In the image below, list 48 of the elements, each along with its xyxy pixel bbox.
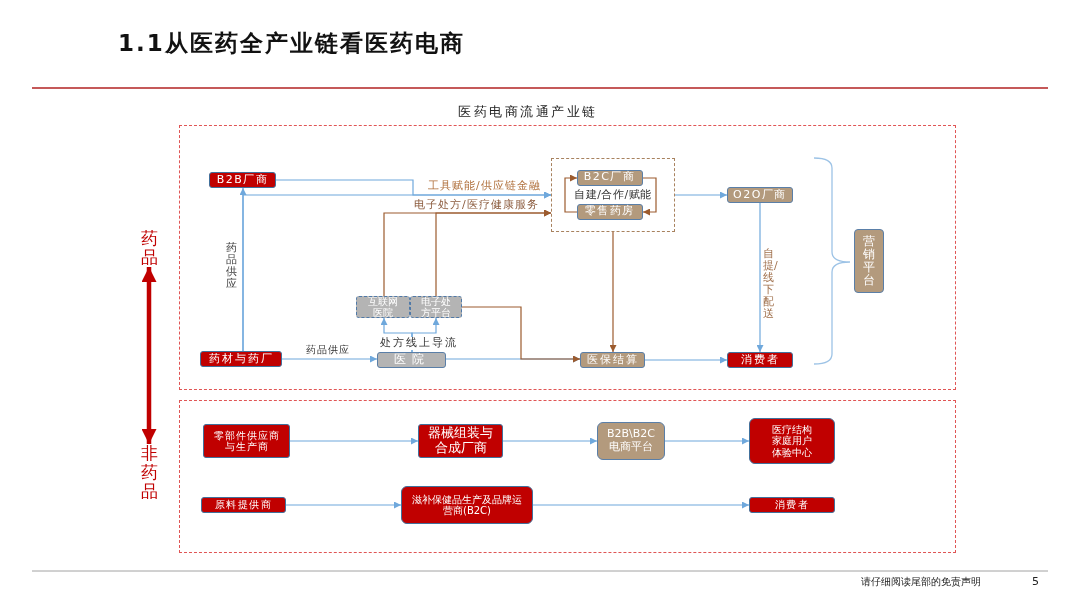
arrow [644,356,728,364]
arrow [674,191,728,199]
edge-label: 工具赋能/供应链金融 [428,180,541,193]
process-box: 原料提供商 [201,497,286,513]
process-box: 零售药房 [576,203,643,220]
process-box: 滋补保健品生产及品牌运营商(B2C) [401,486,533,524]
edge-label: 电子处方/医疗健康服务 [414,199,539,212]
side-label: 非药品 [140,444,158,501]
dashed-group-frame [551,158,675,232]
arrow [609,231,617,353]
frame-heading: 医药电商流通产业链 [458,105,598,120]
slide-title: 1.1从医药全产业链看医药电商 [118,29,465,58]
process-box: 医院 [377,352,446,368]
page-number: 5 [1032,575,1039,588]
dashed-frame [179,400,956,553]
arrow [289,437,419,445]
side-label: 药品 [140,229,158,267]
process-box: 零部件供应商与生产商 [203,424,290,458]
process-box: 医保结算 [580,352,645,368]
group-label: 自建/合作/赋能 [574,188,652,202]
process-box: B2B\B2C电商平台 [597,422,665,460]
process-box: 消费者 [749,497,835,513]
edge-label: 药品供应 [306,344,350,356]
double-arrow [141,267,157,444]
arrow [532,501,750,509]
process-box: B2B厂商 [209,172,276,188]
dashed-process-box: 电子处方平台 [410,296,462,318]
process-box: 医疗结构家庭用户体验中心 [749,418,835,464]
arrow [502,437,598,445]
arrow [461,306,581,363]
process-box: O2O厂商 [727,187,793,203]
arrow [275,179,552,199]
arrow [564,174,578,213]
arrow [642,177,657,216]
edge-label: 处方线上导流 [380,337,458,350]
process-box: 消费者 [727,352,793,368]
edge-label: 药品供应 [226,242,237,291]
disclaimer-note: 请仔细阅读尾部的免责声明 [861,576,981,589]
process-box: 药材与药厂 [200,351,282,367]
arrow [664,437,750,445]
dashed-process-box: 互联网医院 [356,296,410,318]
arrow [285,501,402,509]
arrow [435,209,552,297]
arrow [756,202,764,353]
process-box: B2C厂商 [576,169,643,186]
process-box: 营销平台 [854,229,884,293]
arrow [281,355,378,363]
process-box: 器械组装与合成厂商 [418,424,503,458]
